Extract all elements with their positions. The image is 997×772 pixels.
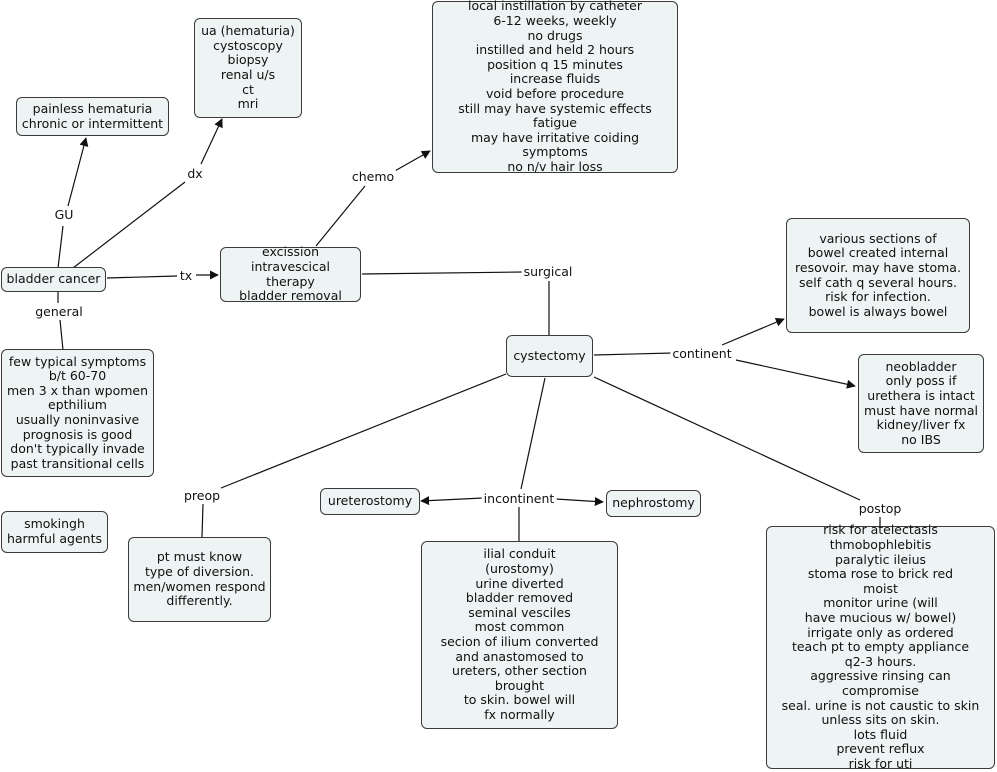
- node-neobladder[interactable]: neobladder only poss if urethera is inta…: [858, 354, 984, 453]
- link-label-gu: GU: [52, 207, 76, 222]
- link-label-incontinent: incontinent: [481, 491, 557, 506]
- node-treatments-text: excission intravescical therapy bladder …: [239, 244, 342, 304]
- node-risk-factors-text: smokingh harmful agents: [6, 516, 103, 546]
- node-diagnostics-text: ua (hematuria) cystoscopy biopsy renal u…: [201, 23, 295, 112]
- node-continent-reservoir[interactable]: various sections of bowel created intern…: [786, 218, 970, 333]
- node-ureterostomy-text: ureterostomy: [327, 493, 413, 509]
- node-preop-details[interactable]: pt must know type of diversion. men/wome…: [128, 537, 271, 622]
- link-label-continent: continent: [670, 346, 734, 361]
- node-chemo-details[interactable]: local instillation by catheter 6-12 week…: [432, 0, 678, 174]
- node-general-facts[interactable]: few typical symptoms b/t 60-70 men 3 x t…: [1, 349, 154, 477]
- node-preop-details-text: pt must know type of diversion. men/wome…: [133, 549, 266, 609]
- link-label-preop: preop: [181, 488, 223, 503]
- connector-incontinent-upper: [520, 377, 546, 490]
- connector-gu-lower: [57, 225, 64, 269]
- node-painless-hematuria[interactable]: painless hematuria chronic or intermitte…: [16, 97, 169, 136]
- node-general-facts-text: few typical symptoms b/t 60-70 men 3 x t…: [6, 353, 149, 471]
- node-diagnostics[interactable]: ua (hematuria) cystoscopy biopsy renal u…: [194, 18, 302, 118]
- connector-incontinent-left: [420, 496, 484, 506]
- connector-continent-down: [735, 359, 856, 389]
- node-bladder-cancer[interactable]: bladder cancer: [1, 267, 106, 292]
- connector-tx-left: [106, 275, 178, 279]
- node-ureterostomy[interactable]: ureterostomy: [320, 488, 420, 515]
- node-postop-details-text: risk for atelectasis thmobophlebitis par…: [781, 522, 980, 771]
- link-label-tx: tx: [177, 268, 195, 283]
- connector-chemo-lower: [315, 185, 366, 247]
- node-nephrostomy-text: nephrostomy: [612, 495, 695, 511]
- link-label-postop: postop: [856, 501, 904, 516]
- connector-continent-left: [593, 352, 674, 356]
- node-neobladder-text: neobladder only poss if urethera is inta…: [864, 358, 978, 447]
- link-label-chemo: chemo: [349, 169, 397, 184]
- connector-chemo-upper: [392, 150, 431, 173]
- link-label-general: general: [33, 304, 85, 319]
- node-risk-factors[interactable]: smokingh harmful agents: [1, 511, 108, 553]
- node-ileal-conduit-text: ilial conduit (urostomy) urine diverted …: [440, 546, 599, 722]
- node-cystectomy-text: cystectomy: [513, 347, 586, 363]
- connector-continent-up: [721, 317, 785, 346]
- node-treatments[interactable]: excission intravescical therapy bladder …: [220, 244, 361, 304]
- link-label-dx: dx: [185, 166, 205, 181]
- connector-dx-lower: [72, 181, 186, 269]
- node-cystectomy[interactable]: cystectomy: [506, 335, 593, 377]
- connector-preop-upper: [220, 373, 507, 489]
- connector-incontinent-right: [555, 496, 604, 506]
- connector-dx-upper: [200, 118, 223, 165]
- connector-preop-lower: [201, 503, 204, 538]
- node-bladder-cancer-text: bladder cancer: [6, 271, 101, 287]
- node-postop-details[interactable]: risk for atelectasis thmobophlebitis par…: [766, 522, 995, 771]
- connector-gu-upper: [67, 137, 89, 207]
- node-chemo-details-text: local instillation by catheter 6-12 week…: [458, 0, 652, 174]
- node-ileal-conduit[interactable]: ilial conduit (urostomy) urine diverted …: [421, 541, 618, 729]
- link-label-surgical: surgical: [521, 264, 575, 279]
- node-continent-reservoir-text: various sections of bowel created intern…: [795, 230, 961, 319]
- node-painless-hematuria-text: painless hematuria chronic or intermitte…: [21, 100, 164, 131]
- connector-surgical-left: [361, 271, 524, 275]
- connector-postop-upper: [593, 376, 861, 501]
- node-nephrostomy[interactable]: nephrostomy: [606, 490, 701, 517]
- connector-general-lower: [59, 319, 64, 351]
